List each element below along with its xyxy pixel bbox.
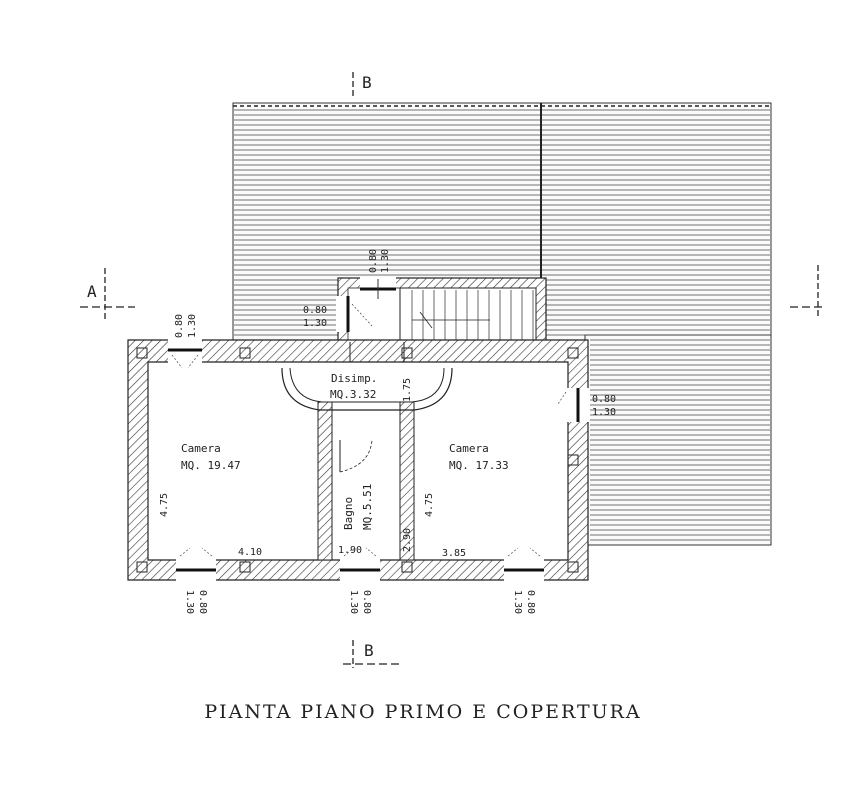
window-bottom-mid <box>340 547 380 582</box>
section-a-right <box>790 265 822 318</box>
section-lines: A B B <box>80 72 822 668</box>
house-walls <box>127 339 589 581</box>
bottom-left-height: 1.30 <box>184 590 195 614</box>
east-window-width: 0.80 <box>592 394 616 405</box>
bagno-name: Bagno <box>342 497 355 530</box>
dimensions: 4.75 4.10 1.75 4.75 3.85 1.90 2.90 <box>159 378 466 559</box>
bottom-left-width: 0.80 <box>197 590 208 614</box>
camera-right-area: MQ. 17.33 <box>449 459 509 472</box>
left-stair-height: 1.30 <box>303 318 327 329</box>
dim-175: 1.75 <box>402 378 413 402</box>
section-b-bottom-label: B <box>364 641 374 660</box>
stair-steps <box>411 290 534 340</box>
section-a-left: A <box>80 268 135 320</box>
bottom-mid-height: 1.30 <box>348 590 359 614</box>
left-stair-width: 0.80 <box>303 305 327 316</box>
top-stair-height: 1.30 <box>380 249 391 273</box>
east-window-height: 1.30 <box>592 407 616 418</box>
nw-window-height: 1.30 <box>187 314 198 338</box>
section-a-label: A <box>87 282 97 301</box>
room-labels: Camera MQ. 19.47 Disimp. MQ.3.32 Camera … <box>181 372 509 530</box>
dim-475-right: 4.75 <box>424 493 435 517</box>
bottom-right-width: 0.80 <box>525 590 536 614</box>
section-b-top-label: B <box>362 73 372 92</box>
bottom-mid-width: 0.80 <box>361 590 372 614</box>
opening-labels: 0.80 1.30 0.80 1.30 0.80 1.30 0.80 1.30 … <box>174 249 616 614</box>
window-east <box>557 388 590 422</box>
window-bottom-left <box>176 547 216 582</box>
dim-290: 2.90 <box>402 528 413 552</box>
dim-190: 1.90 <box>338 545 362 556</box>
camera-left-area: MQ. 19.47 <box>181 459 241 472</box>
dim-385: 3.85 <box>442 548 466 559</box>
plan-caption: PIANTA PIANO PRIMO E COPERTURA <box>204 701 642 723</box>
window-bottom-right <box>504 547 544 582</box>
bagno-area: MQ.5.51 <box>361 484 374 530</box>
top-stair-width: 0.80 <box>368 249 379 273</box>
disimp-name: Disimp. <box>331 372 377 385</box>
bottom-right-height: 1.30 <box>512 590 523 614</box>
section-b-top: B <box>352 72 372 98</box>
window-nw <box>168 339 202 369</box>
roof <box>232 102 772 546</box>
disimp-area: MQ.3.32 <box>330 388 376 401</box>
dim-410: 4.10 <box>238 547 262 558</box>
windows <box>168 277 590 582</box>
camera-right-name: Camera <box>449 442 489 455</box>
nw-window-width: 0.80 <box>174 314 185 338</box>
camera-left-name: Camera <box>181 442 221 455</box>
section-b-bottom: B <box>343 640 400 668</box>
window-left-stair <box>336 296 373 332</box>
window-top-stair <box>360 277 396 299</box>
dim-475-left: 4.75 <box>159 493 170 517</box>
